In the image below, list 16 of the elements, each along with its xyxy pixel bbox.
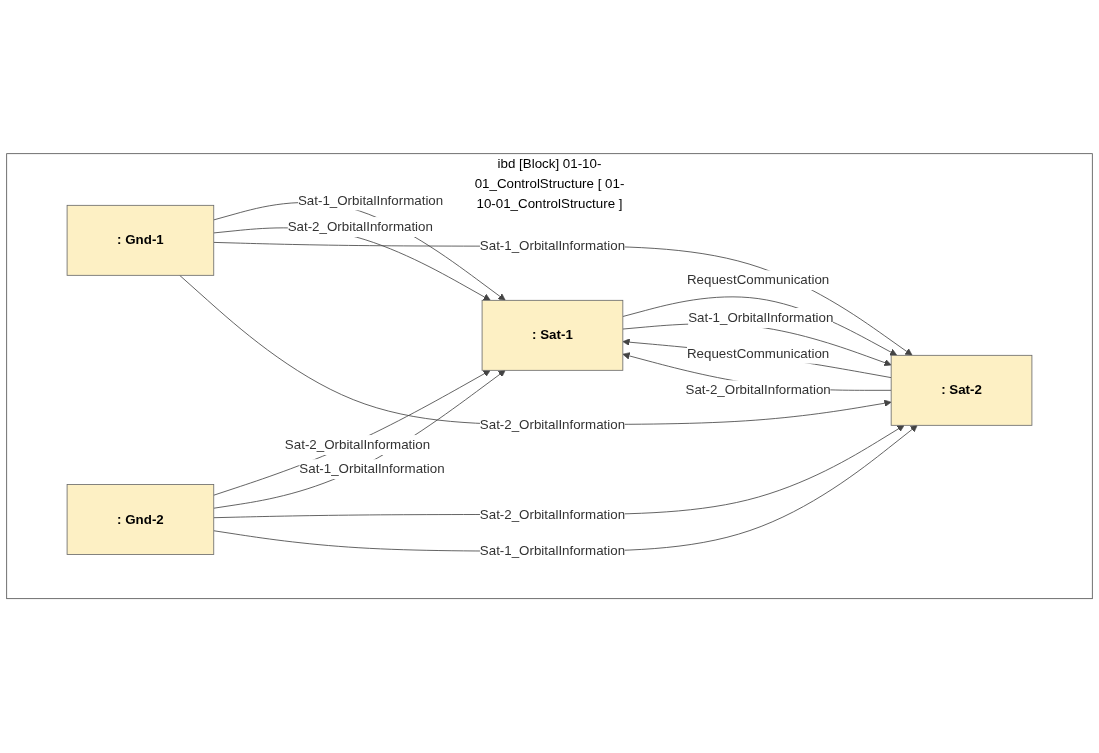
edge-label: RequestCommunication (686, 273, 830, 288)
edge-label: Sat-2_OrbitalInformation (287, 219, 433, 235)
edge-label: Sat-1_OrbitalInformation (479, 239, 626, 254)
node-box: : Sat-1 (481, 300, 624, 372)
edge-label: Sat-1_OrbitalInformation (299, 462, 445, 477)
edge-label: Sat-2_OrbitalInformation (479, 417, 626, 432)
node-box: : Sat-2 (890, 355, 1033, 427)
node-box: : Gnd-2 (66, 484, 215, 556)
edge-label: Sat-2_OrbitalInformation (284, 437, 431, 453)
edge-label: RequestCommunication (686, 346, 830, 361)
edge-label: Sat-1_OrbitalInformation (297, 193, 444, 208)
edge-label: Sat-1_OrbitalInformation (479, 543, 626, 559)
node-box: : Gnd-1 (66, 205, 215, 277)
edge-label: Sat-2_OrbitalInformation (479, 507, 626, 522)
edge-label: Sat-2_OrbitalInformation (685, 383, 831, 398)
edge-label: Sat-1_OrbitalInformation (688, 310, 834, 325)
